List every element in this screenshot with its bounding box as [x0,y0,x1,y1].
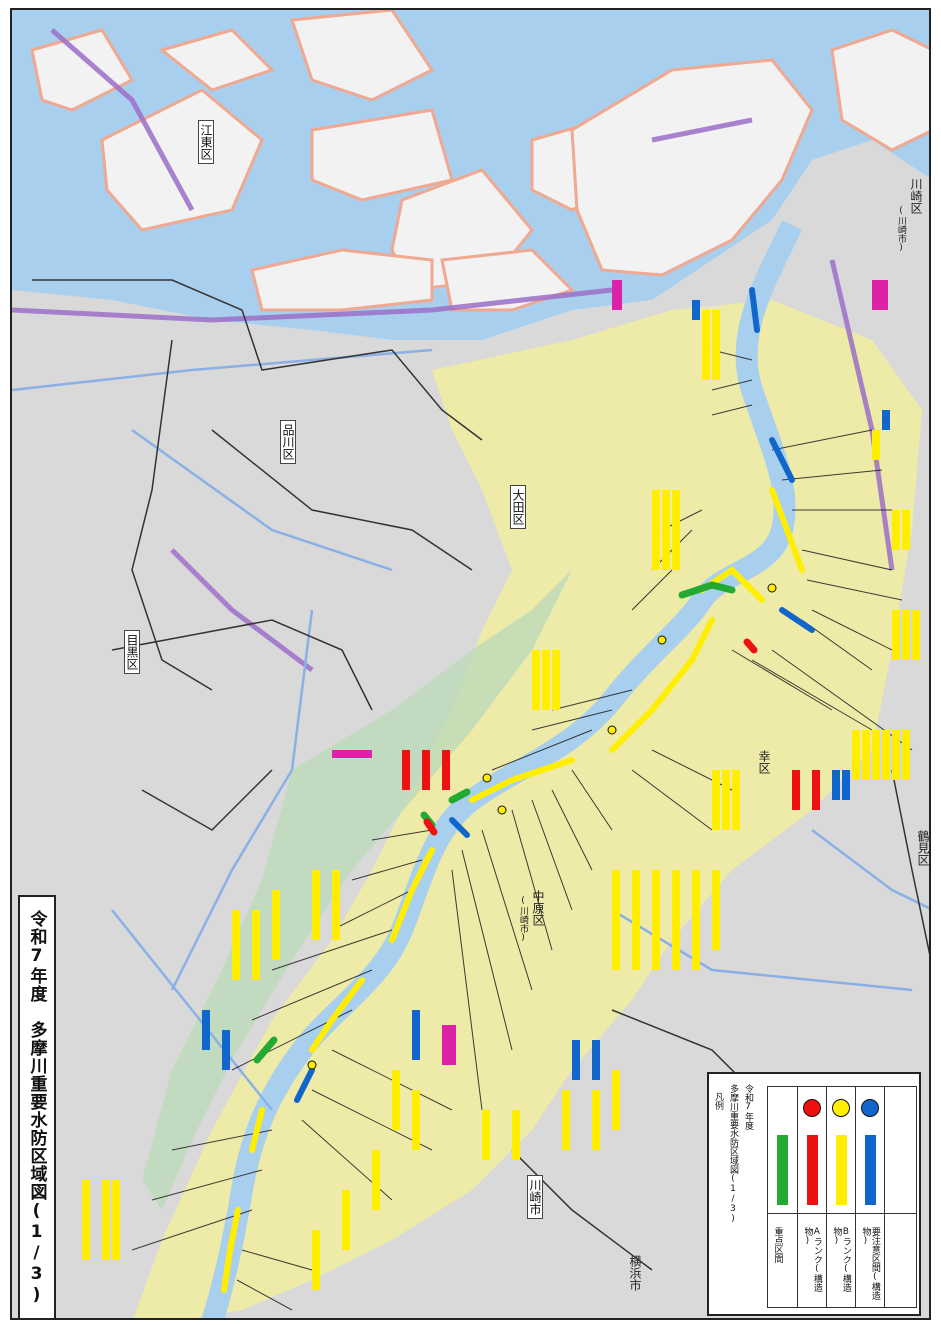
legend-row-priority: 重点区間 [768,1087,797,1307]
kawasaki-city-note: (川崎市) [896,206,906,253]
legend-label-rank-b: Bランク(構造物) [831,1227,850,1307]
takatsu-note: (川崎市) [518,896,528,943]
legend-heading-title: 多摩川重要水防区域図(1/3) [728,1084,738,1224]
legend-box: 令和7年度 多摩川重要水防区域図(1/3) 凡例 重点区間 Aランク(構造物) … [707,1072,921,1316]
legend-swatch-rank-a [807,1135,818,1205]
ward-label-koto: 江東区 [198,120,214,164]
map-canvas[interactable] [12,10,931,1320]
ward-label-tsurumi: 鶴見区 [916,830,930,866]
leader-lines [131,349,913,1311]
legend-label-caution: 要注意区間(構造物) [860,1227,879,1307]
road-lines [12,348,929,1111]
map-frame: 江東区 品川区 大田区 目黒区 川崎区 (川崎市) 幸区 中原区 (川崎市) 川… [10,8,931,1320]
rank-a-segments [423,638,758,836]
caution-segments [294,287,815,1103]
legend-dot-rank-a [803,1099,821,1117]
legend-label-priority: 重点区間 [772,1227,783,1263]
city-label-kawasaki: 川崎市 [527,1175,543,1219]
reclaimed-islands [30,10,929,312]
marker-circles [307,583,777,1070]
ward-label-saiwai: 幸区 [757,750,771,774]
ward-label-kawasaki-ward: 川崎区 [909,178,923,214]
map-title: 令和7年度 多摩川重要水防区域図(1/3) [26,909,47,1306]
legend-row-rank-a: Aランク(構造物) [797,1087,826,1307]
legend-divider [768,1213,916,1214]
green-zone [142,570,572,1210]
legend-label-rank-a-main: Aランク [811,1227,822,1264]
legend-table: 重点区間 Aランク(構造物) Bランク(構造物) 要注意区間(構造物) [767,1086,917,1308]
legend-heading: 令和7年度 多摩川重要水防区域図(1/3) 凡例 [713,1084,755,1308]
ward-label-ota: 大田区 [510,485,526,529]
legend-row-rank-b: Bランク(構造物) [826,1087,855,1307]
legend-label-rank-b-main: Bランク [840,1227,851,1264]
city-label-yokohama: 横浜市 [628,1255,642,1291]
legend-label-rank-a-sub: (構造物) [802,1227,822,1292]
legend-label-rank-b-sub: (構造物) [831,1227,851,1292]
legend-dot-caution [861,1099,879,1117]
legend-empty-col [884,1087,916,1307]
legend-label-rank-a: Aランク(構造物) [802,1227,821,1307]
legend-swatch-priority [777,1135,788,1205]
flood-zone-yellow [133,300,922,1318]
legend-heading-hanrei: 凡例 [713,1092,723,1110]
annotation-blocks [82,300,920,1290]
ward-label-shinagawa: 品川区 [280,420,296,464]
legend-swatch-caution [865,1135,876,1205]
ward-label-meguro: 目黒区 [124,630,140,674]
magenta-markers [332,280,888,1065]
legend-swatch-rank-b [836,1135,847,1205]
ward-label-nakahara: 中原区 [531,890,545,926]
legend-heading-year: 令和7年度 [743,1084,753,1130]
legend-row-caution: 要注意区間(構造物) [855,1087,884,1307]
legend-dot-rank-b [832,1099,850,1117]
legend-label-caution-main: 要注意区間 [869,1227,880,1272]
map-title-box: 令和7年度 多摩川重要水防区域図(1/3) [18,895,56,1320]
legend-label-caution-sub: (構造物) [860,1227,880,1300]
